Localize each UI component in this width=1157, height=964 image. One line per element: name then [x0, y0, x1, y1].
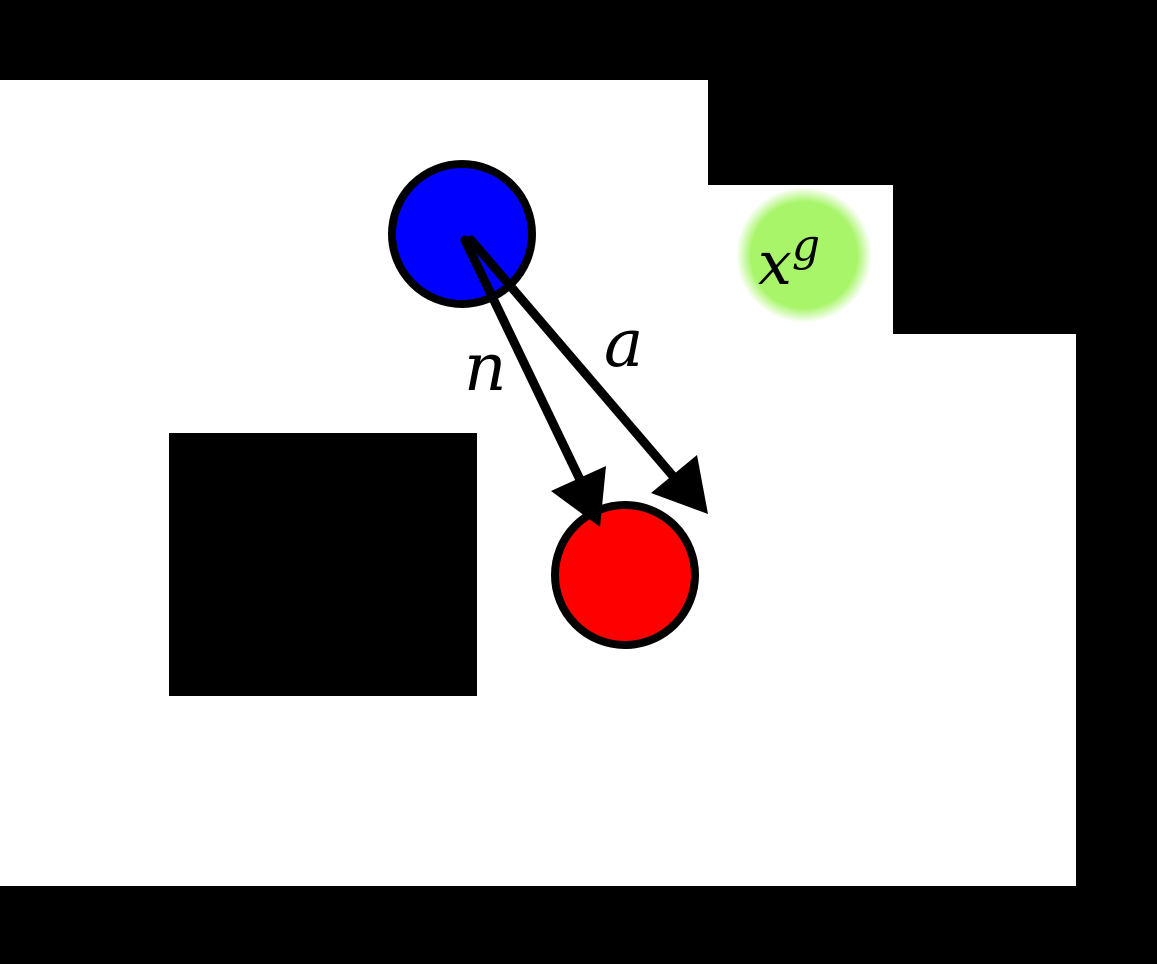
- wall-bottom: [0, 886, 1157, 964]
- goal-label-superscript: g: [792, 220, 820, 271]
- goal-marker: [736, 187, 872, 323]
- arrow-a-shaft: [466, 235, 689, 494]
- arrow-n-shaft: [460, 235, 589, 493]
- goal-label: xg: [758, 220, 820, 299]
- arrow-n-head: [551, 466, 606, 527]
- goal-label-base: x: [758, 229, 792, 299]
- wall-right: [1076, 0, 1157, 964]
- obstacle-block: [169, 433, 477, 696]
- arrow-a-label: a: [604, 305, 643, 382]
- moved-robot: [551, 501, 699, 649]
- arrow-n-label: n: [464, 329, 507, 406]
- arrow-a-head: [651, 455, 708, 514]
